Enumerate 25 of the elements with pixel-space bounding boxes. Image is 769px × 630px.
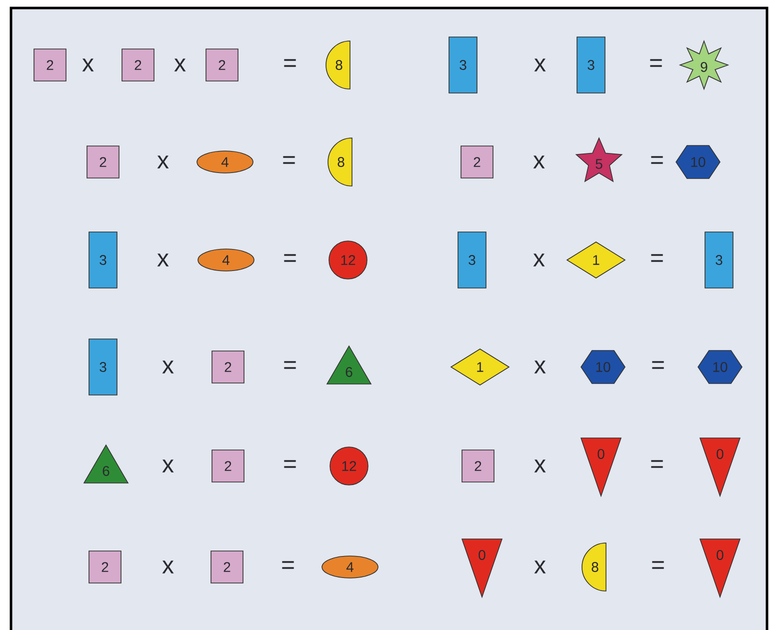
equals-sign: = (651, 156, 663, 164)
equals-sign: = (282, 561, 294, 569)
times-sign: x (534, 58, 546, 72)
times-sign: x (157, 254, 169, 266)
times-sign: x (162, 460, 174, 472)
times-sign: x (534, 560, 546, 574)
times-sign: x (82, 58, 94, 72)
equals-sign: = (284, 361, 296, 369)
times-sign: x (533, 254, 545, 266)
equals-sign: = (284, 460, 296, 468)
times-sign: x (174, 58, 186, 72)
times-sign: x (533, 156, 545, 168)
times-sign: x (534, 360, 546, 374)
times-sign: x (162, 560, 174, 574)
equals-sign: = (283, 156, 295, 164)
equals-sign: = (652, 361, 664, 369)
times-sign: x (162, 360, 174, 374)
times-sign: x (157, 156, 169, 168)
times-sign: x (534, 460, 546, 472)
equals-sign: = (650, 59, 662, 67)
equals-sign: = (651, 254, 663, 262)
equals-sign: = (284, 254, 296, 262)
equals-sign: = (284, 59, 296, 67)
equals-sign: = (651, 460, 663, 468)
equals-sign: = (652, 561, 664, 569)
